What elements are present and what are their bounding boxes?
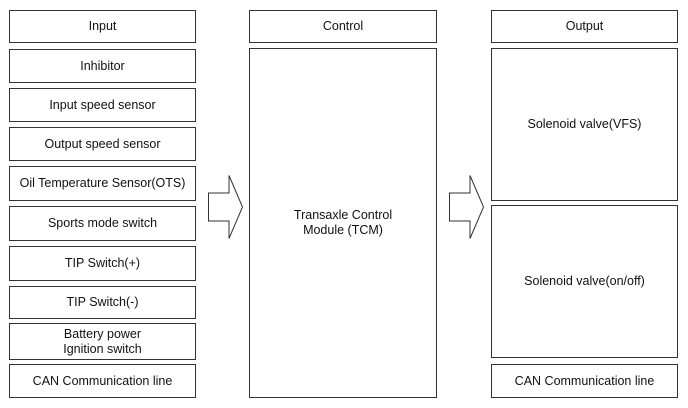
input-item-inhibitor: Inhibitor	[9, 49, 196, 83]
input-header: Input	[9, 10, 196, 43]
input-item-battery-ignition: Battery power Ignition switch	[9, 323, 196, 360]
input-item-output-speed-sensor: Output speed sensor	[9, 127, 196, 161]
input-item-can-communication-line: CAN Communication line	[9, 364, 196, 398]
tcm-module-box: Transaxle Control Module (TCM)	[249, 48, 437, 398]
input-item-tip-switch-plus: TIP Switch(+)	[9, 246, 196, 281]
output-header: Output	[491, 10, 678, 43]
output-item-solenoid-valve-vfs: Solenoid valve(VFS)	[491, 48, 678, 201]
output-item-can-communication-line: CAN Communication line	[491, 364, 678, 398]
input-item-input-speed-sensor: Input speed sensor	[9, 88, 196, 122]
battery-power-label: Battery power	[63, 326, 142, 341]
input-item-sports-mode-switch: Sports mode switch	[9, 206, 196, 241]
input-item-tip-switch-minus: TIP Switch(-)	[9, 286, 196, 319]
tcm-label-line2: Module (TCM)	[303, 223, 383, 237]
control-header: Control	[249, 10, 437, 43]
ignition-switch-label: Ignition switch	[63, 341, 142, 356]
arrow-input-to-control	[208, 175, 244, 239]
arrow-control-to-output	[449, 175, 485, 239]
output-item-solenoid-valve-on-off: Solenoid valve(on/off)	[491, 205, 678, 358]
tcm-label-line1: Transaxle Control	[293, 208, 393, 222]
input-item-oil-temperature-sensor: Oil Temperature Sensor(OTS)	[9, 166, 196, 201]
